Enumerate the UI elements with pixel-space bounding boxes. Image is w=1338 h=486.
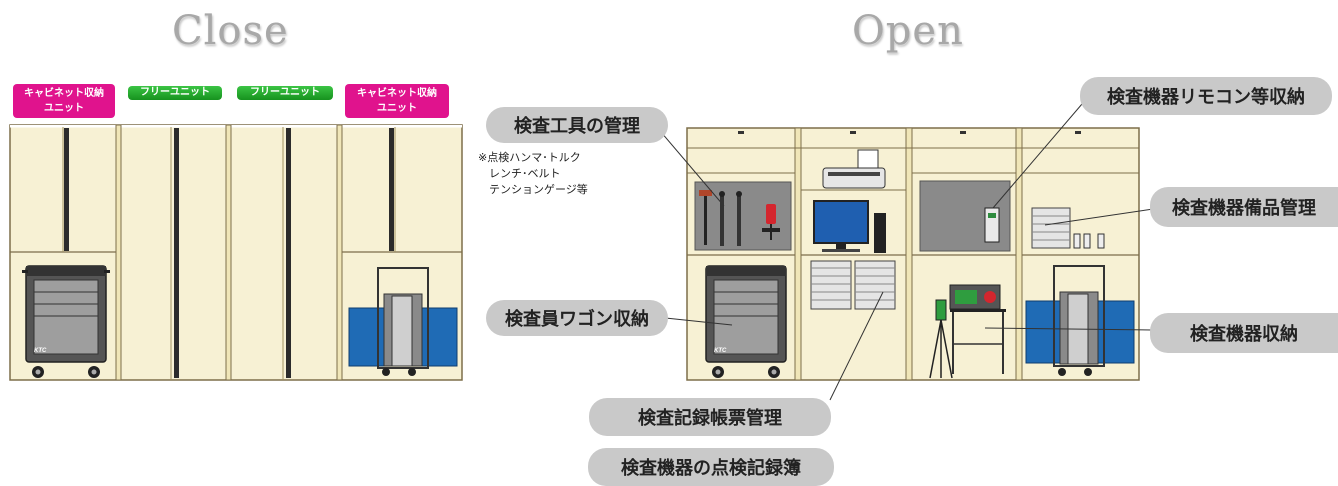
badge-cabinet-line1: キャビネット収納 — [24, 88, 104, 99]
monitor-illustration — [813, 200, 886, 253]
callout-record-forms: 検査記録帳票管理 — [589, 398, 831, 436]
badge-free-unit-1: フリーユニット — [128, 86, 222, 100]
close-device-case-illustration — [348, 267, 458, 376]
tool-pegboard-illustration — [694, 181, 792, 251]
badge-cabinet-storage-unit-right: キャビネット収納 ユニット — [345, 84, 449, 118]
remote-panel-illustration — [919, 180, 1011, 252]
callout-device-storage: 検査機器収納 — [1150, 313, 1338, 353]
open-heading: Open — [852, 8, 964, 54]
badge-cabinet-line1: キャビネット収納 — [357, 88, 437, 99]
open-wagon-brand: KTC — [714, 348, 727, 354]
callout-tool-note: ※点検ハンマ･トルク レンチ･ベルト テンションゲージ等 — [478, 151, 588, 196]
measuring-cart-illustration — [929, 284, 1006, 379]
close-wagon-illustration: KTC — [22, 265, 110, 378]
badge-free-unit-2: フリーユニット — [237, 86, 333, 100]
callout-wagon-storage: 検査員ワゴン収納 — [486, 300, 668, 336]
close-wagon-brand: KTC — [34, 348, 47, 354]
callout-remote-storage: 検査機器リモコン等収納 — [1080, 77, 1332, 115]
badge-cabinet-line2: ユニット — [44, 103, 84, 114]
open-wagon-illustration: KTC — [705, 265, 787, 378]
callout-leader-lines — [654, 103, 1161, 401]
close-heading: Close — [172, 8, 289, 54]
badge-cabinet-storage-unit-left: キャビネット収納 ユニット — [13, 84, 115, 118]
callout-inspection-log: 検査機器の点検記録簿 — [588, 448, 834, 486]
shelf-remote-printer-illustration — [822, 149, 886, 189]
callout-spare-parts: 検査機器備品管理 — [1150, 187, 1338, 227]
record-binders-illustration — [810, 260, 896, 310]
callout-tool-management: 検査工具の管理 — [486, 107, 668, 143]
badge-cabinet-line2: ユニット — [377, 103, 417, 114]
